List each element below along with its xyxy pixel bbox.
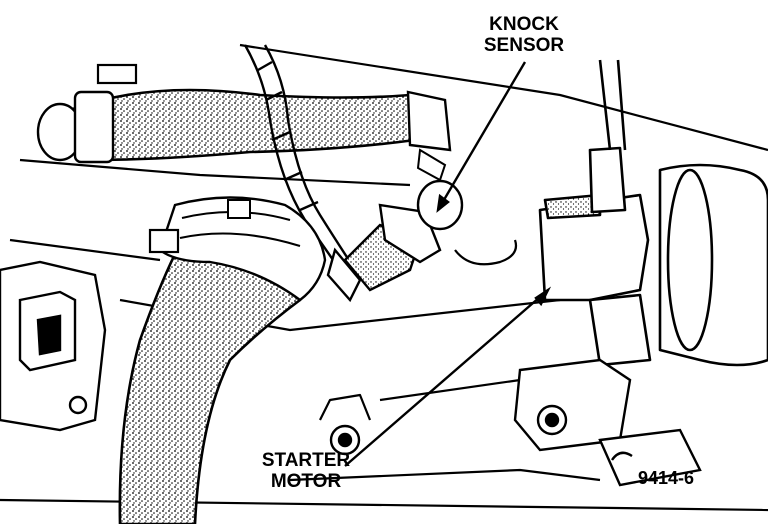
left-block — [0, 260, 107, 432]
knock-sensor-label: KNOCK SENSOR — [468, 14, 580, 56]
leader-lines — [344, 61, 552, 467]
starter-motor-part — [538, 59, 768, 367]
upper-hose — [36, 63, 452, 182]
lower-engine-detail — [329, 358, 702, 487]
figure-number: 9414-6 — [638, 468, 695, 488]
knock-sensor-label-line2: SENSOR — [483, 35, 565, 56]
starter-motor-label-line1: STARTER — [261, 450, 351, 471]
knock-sensor-leader — [436, 61, 527, 211]
starter-motor-leader — [344, 289, 549, 467]
lower-hose — [118, 196, 327, 524]
starter-motor-label-line2: MOTOR — [270, 471, 342, 492]
starter-motor-label: STARTER MOTOR — [250, 450, 362, 492]
knock-sensor-label-line1: KNOCK — [489, 14, 559, 35]
wire-harness — [243, 44, 363, 286]
